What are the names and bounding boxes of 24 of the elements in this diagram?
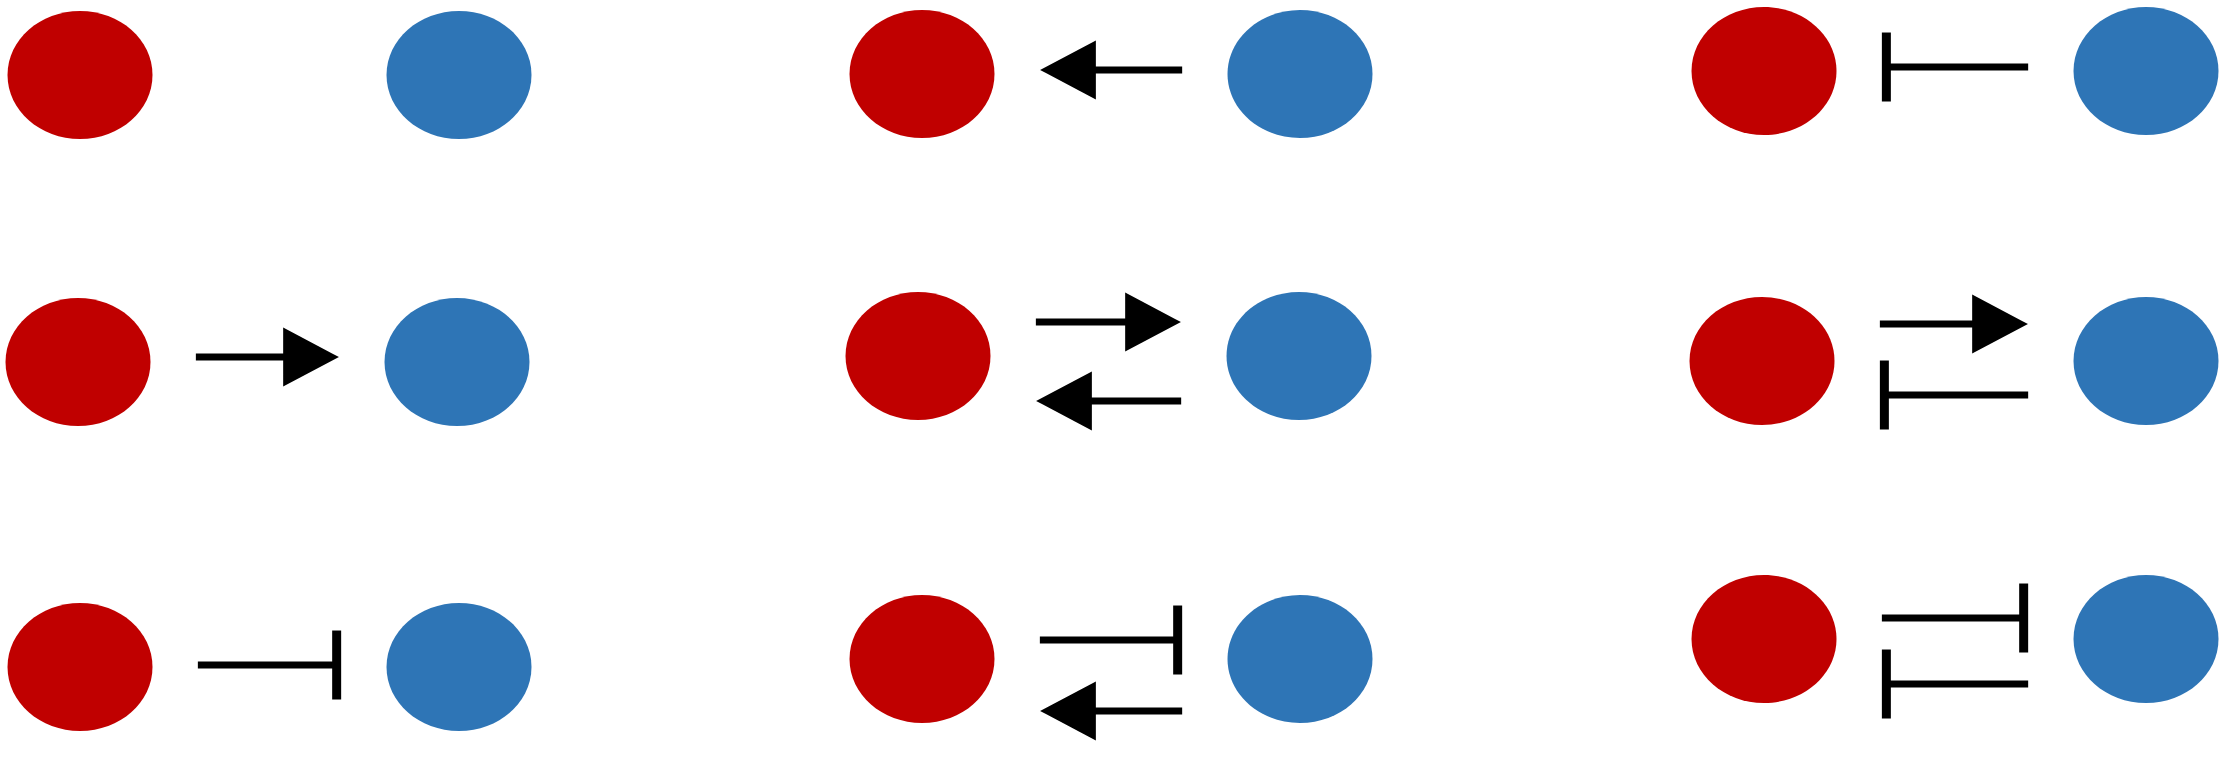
inhibition-arrow <box>1881 649 2029 719</box>
circle <box>384 298 530 426</box>
circle <box>1691 7 1837 135</box>
circle <box>849 595 995 723</box>
circle <box>7 11 153 139</box>
circle <box>5 298 151 426</box>
circle <box>2073 297 2219 425</box>
circle <box>1691 575 1837 703</box>
circle <box>1226 292 1372 420</box>
circle <box>2073 575 2219 703</box>
circle <box>845 292 991 420</box>
inhibition-arrow <box>1879 360 2029 430</box>
circle <box>1689 297 1835 425</box>
circle <box>1227 10 1373 138</box>
circle <box>1227 595 1373 723</box>
inhibition-arrow <box>1881 583 2029 653</box>
circle <box>386 11 532 139</box>
inhibition-arrow <box>197 630 342 700</box>
inhibition-arrow <box>1039 605 1183 675</box>
inhibition-arrow <box>1881 32 2029 102</box>
circle <box>7 603 153 731</box>
circle <box>2073 7 2219 135</box>
circle <box>386 603 532 731</box>
circle <box>849 10 995 138</box>
